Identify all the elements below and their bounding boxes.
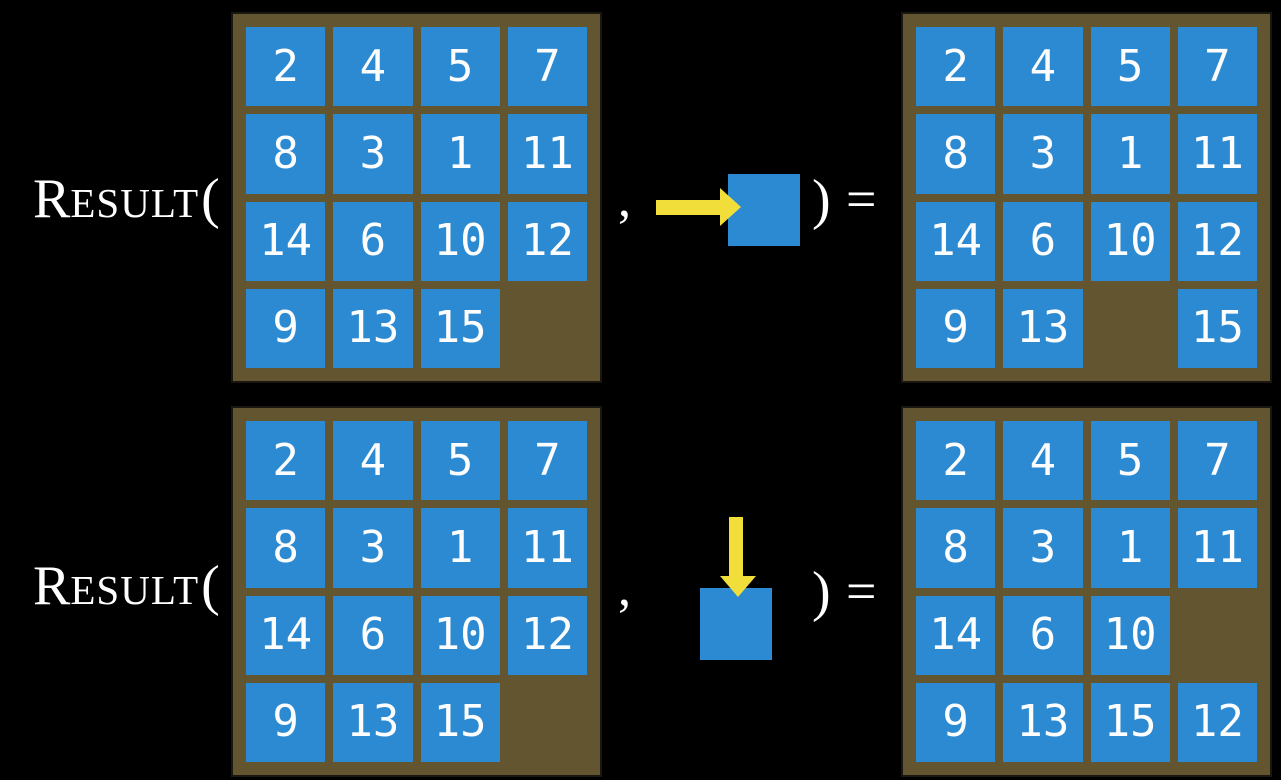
puzzle-tile-2: 2 — [916, 27, 996, 107]
puzzle-tile-4: 4 — [333, 27, 413, 107]
puzzle-tile-2: 2 — [246, 27, 326, 107]
puzzle-tile-8: 8 — [916, 114, 996, 194]
puzzle-tile-13: 13 — [1003, 288, 1083, 368]
puzzle-tile-9: 9 — [246, 682, 326, 762]
puzzle-tile-10: 10 — [420, 595, 500, 675]
function-name-smallcaps: ESULT — [70, 567, 200, 613]
puzzle-tile-11: 11 — [1177, 508, 1257, 588]
puzzle-tile-4: 4 — [1003, 27, 1083, 107]
puzzle-tile-8: 8 — [916, 508, 996, 588]
puzzle-tile-6: 6 — [333, 595, 413, 675]
puzzle-tile-13: 13 — [333, 682, 413, 762]
puzzle-tile-6: 6 — [333, 201, 413, 281]
puzzle-tile-9: 9 — [916, 682, 996, 762]
puzzle-tile-12: 12 — [507, 201, 587, 281]
empty-cell — [508, 289, 587, 368]
puzzle-tile-12: 12 — [507, 595, 587, 675]
puzzle-tile-1: 1 — [420, 508, 500, 588]
puzzle-tile-15: 15 — [420, 288, 500, 368]
puzzle-tile-7: 7 — [507, 421, 587, 501]
open-paren: ( — [201, 555, 220, 617]
puzzle-tile-9: 9 — [246, 288, 326, 368]
puzzle-tile-5: 5 — [1090, 27, 1170, 107]
puzzle-tile-8: 8 — [246, 508, 326, 588]
puzzle-tile-5: 5 — [420, 421, 500, 501]
puzzle-tile-1: 1 — [420, 114, 500, 194]
empty-cell — [1178, 596, 1257, 675]
puzzle-tile-14: 14 — [916, 201, 996, 281]
function-name-initial: R — [33, 555, 71, 617]
empty-cell — [1091, 289, 1170, 368]
comma-separator: , — [618, 171, 631, 228]
arrow-right-icon — [720, 188, 741, 226]
puzzle-tile-3: 3 — [1003, 114, 1083, 194]
puzzle-tile-8: 8 — [246, 114, 326, 194]
puzzle-tile-11: 11 — [507, 114, 587, 194]
puzzle-tile-6: 6 — [1003, 595, 1083, 675]
arrow-down-icon — [720, 576, 756, 597]
puzzle-tile-7: 7 — [1177, 421, 1257, 501]
puzzle-tile-7: 7 — [507, 27, 587, 107]
puzzle-tile-3: 3 — [333, 508, 413, 588]
puzzle-tile-12: 12 — [1177, 201, 1257, 281]
puzzle-tile-11: 11 — [1177, 114, 1257, 194]
puzzle-tile-14: 14 — [916, 595, 996, 675]
function-name-initial: R — [33, 168, 71, 230]
puzzle-tile-13: 13 — [1003, 682, 1083, 762]
puzzle-tile-2: 2 — [246, 421, 326, 501]
empty-cell — [508, 683, 587, 762]
puzzle-tile-3: 3 — [333, 114, 413, 194]
arrow-shaft — [729, 517, 743, 578]
puzzle-tile-10: 10 — [1090, 201, 1170, 281]
puzzle-tile-4: 4 — [333, 421, 413, 501]
puzzle-tile-2: 2 — [916, 421, 996, 501]
comma-separator: , — [618, 560, 631, 617]
puzzle-tile-9: 9 — [916, 288, 996, 368]
puzzle-tile-10: 10 — [1090, 595, 1170, 675]
puzzle-tile-7: 7 — [1177, 27, 1257, 107]
equals-sign: = — [846, 169, 877, 229]
puzzle-tile-13: 13 — [333, 288, 413, 368]
puzzle-tile-1: 1 — [1090, 114, 1170, 194]
puzzle-tile-5: 5 — [420, 27, 500, 107]
arrow-shaft — [656, 200, 722, 215]
puzzle-tile-6: 6 — [1003, 201, 1083, 281]
puzzle-tile-10: 10 — [420, 201, 500, 281]
puzzle-tile-14: 14 — [246, 595, 326, 675]
open-paren: ( — [201, 168, 220, 230]
function-name-smallcaps: ESULT — [70, 180, 200, 226]
close-paren: ) — [812, 169, 831, 231]
puzzle-tile-11: 11 — [507, 508, 587, 588]
close-paren: ) — [812, 561, 831, 623]
blank-tile-icon — [700, 588, 772, 660]
puzzle-tile-15: 15 — [1177, 288, 1257, 368]
puzzle-tile-15: 15 — [1090, 682, 1170, 762]
puzzle-tile-4: 4 — [1003, 421, 1083, 501]
puzzle-tile-1: 1 — [1090, 508, 1170, 588]
puzzle-tile-3: 3 — [1003, 508, 1083, 588]
puzzle-tile-14: 14 — [246, 201, 326, 281]
puzzle-tile-5: 5 — [1090, 421, 1170, 501]
equals-sign: = — [846, 561, 877, 621]
puzzle-tile-15: 15 — [420, 682, 500, 762]
puzzle-tile-12: 12 — [1177, 682, 1257, 762]
